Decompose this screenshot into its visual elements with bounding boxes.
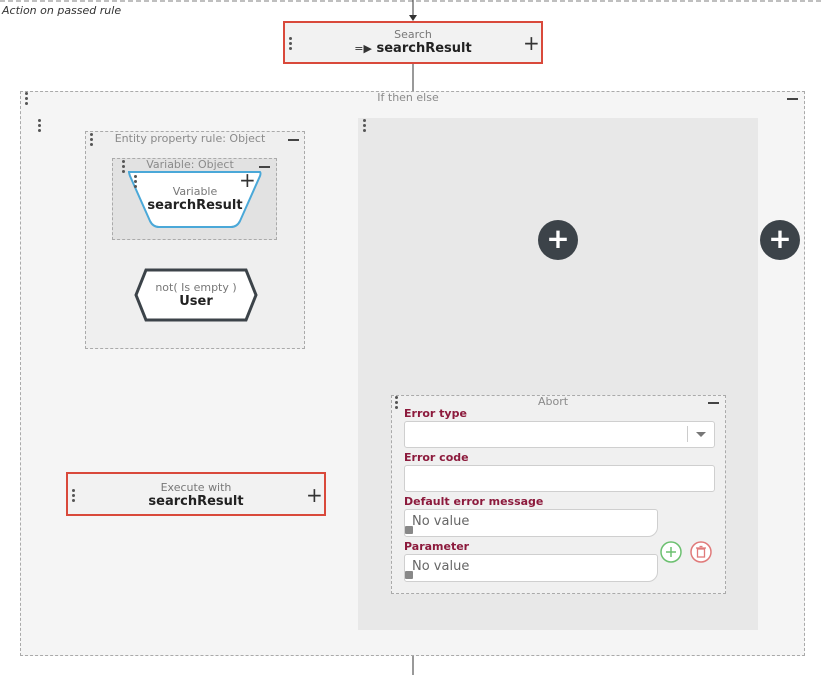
drag-handle-icon[interactable] xyxy=(395,396,399,411)
variable-node-value: searchResult xyxy=(147,198,243,213)
execute-node-title: Execute with xyxy=(160,481,232,494)
parameter-label: Parameter xyxy=(404,540,470,553)
drag-handle-icon[interactable] xyxy=(289,37,293,52)
drag-handle-icon[interactable] xyxy=(25,92,29,107)
add-step-button-right[interactable]: + xyxy=(760,220,800,260)
collapse-icon[interactable] xyxy=(259,166,270,168)
error-code-input[interactable] xyxy=(404,465,715,492)
plus-icon[interactable]: + xyxy=(306,483,323,507)
if-then-else-title: If then else xyxy=(377,91,439,104)
chevron-down-icon[interactable] xyxy=(696,432,706,437)
plus-icon[interactable]: + xyxy=(523,31,540,55)
parameter-field[interactable]: No value xyxy=(404,554,658,582)
drag-handle-icon[interactable] xyxy=(363,119,367,134)
plus-icon[interactable]: + xyxy=(239,168,256,192)
expand-arrow-icon[interactable] xyxy=(405,571,413,579)
search-node[interactable]: Search =▶ searchResult + xyxy=(283,21,543,64)
expand-arrow-icon[interactable] xyxy=(405,526,413,534)
parameter-value: No value xyxy=(412,559,470,574)
search-node-value-row: =▶ searchResult xyxy=(285,41,541,56)
collapse-icon[interactable] xyxy=(708,402,719,404)
condition-node-shape[interactable] xyxy=(133,268,259,323)
drag-handle-icon[interactable] xyxy=(38,119,42,134)
collapse-icon[interactable] xyxy=(288,139,299,141)
trash-icon[interactable] xyxy=(689,540,713,564)
drag-handle-icon[interactable] xyxy=(90,133,94,148)
collapse-icon[interactable] xyxy=(787,98,798,100)
error-type-label: Error type xyxy=(404,407,467,420)
default-error-message-label: Default error message xyxy=(404,495,544,508)
drag-handle-icon[interactable] xyxy=(72,489,76,504)
variable-object-title: Variable: Object xyxy=(146,158,234,171)
drag-handle-icon[interactable] xyxy=(134,175,138,190)
condition-node-title: not( Is empty ) xyxy=(155,281,237,294)
search-node-title: Search xyxy=(394,28,432,41)
error-type-select[interactable] xyxy=(404,421,715,448)
action-on-passed-rule-label: Action on passed rule xyxy=(2,4,122,17)
default-error-message-field[interactable]: No value xyxy=(404,509,658,537)
execute-node-value: searchResult xyxy=(148,494,244,509)
variable-node-title: Variable xyxy=(172,185,218,198)
entity-property-rule-title: Entity property rule: Object xyxy=(114,132,266,145)
condition-node-value: User xyxy=(179,294,213,309)
error-code-label: Error code xyxy=(404,451,469,464)
execute-with-node[interactable]: Execute with searchResult + xyxy=(66,472,326,516)
assign-arrow-icon: =▶ xyxy=(354,42,372,55)
select-divider xyxy=(687,426,688,442)
drag-handle-icon[interactable] xyxy=(122,160,126,175)
variable-node-shape[interactable] xyxy=(127,170,263,230)
abort-panel-title: Abort xyxy=(537,395,569,408)
default-error-message-value: No value xyxy=(412,514,470,529)
search-node-value: searchResult xyxy=(376,41,472,56)
add-step-button[interactable]: + xyxy=(538,220,578,260)
add-parameter-icon[interactable] xyxy=(659,540,683,564)
